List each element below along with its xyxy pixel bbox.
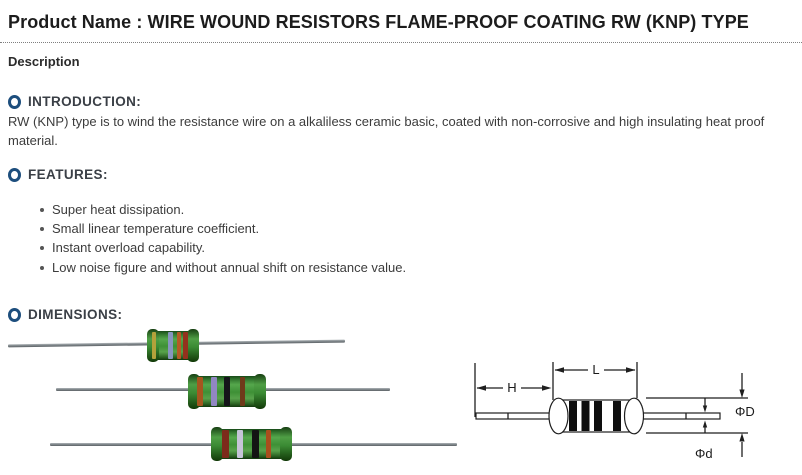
ring-bullet-icon bbox=[8, 94, 21, 109]
page-title: Product Name : WIRE WOUND RESISTORS FLAM… bbox=[8, 12, 749, 32]
dimension-diagram: H L ΦD Φd bbox=[474, 362, 755, 461]
resistor-end-cap bbox=[254, 374, 266, 409]
color-band bbox=[252, 430, 259, 458]
arrowhead bbox=[542, 385, 552, 391]
features-section-heading: FEATURES: bbox=[8, 167, 108, 182]
end-cap-outline bbox=[623, 397, 645, 435]
lead-outline bbox=[475, 412, 553, 420]
ring-bullet-icon bbox=[8, 307, 21, 322]
resistor-body bbox=[211, 427, 292, 461]
band-mark bbox=[569, 401, 577, 431]
resistor-photo bbox=[56, 374, 390, 410]
feature-item: Low noise figure and without annual shif… bbox=[39, 258, 406, 277]
arrowhead bbox=[476, 385, 486, 391]
color-band bbox=[183, 332, 188, 359]
lead-diameter-label: Φd bbox=[695, 446, 713, 461]
color-band bbox=[266, 430, 271, 458]
resistor-photo bbox=[50, 426, 457, 462]
resistor-end-cap bbox=[280, 427, 292, 461]
arrowhead bbox=[739, 433, 745, 442]
features-heading-label: FEATURES: bbox=[28, 167, 108, 182]
body-diameter-label: ΦD bbox=[735, 404, 755, 419]
feature-item: Small linear temperature coefficient. bbox=[39, 219, 406, 238]
arrowhead bbox=[554, 367, 564, 373]
resistor-body bbox=[188, 374, 266, 409]
band-mark bbox=[581, 401, 590, 431]
color-band bbox=[222, 430, 229, 458]
description-label: Description bbox=[8, 54, 80, 69]
h-dimension-label: H bbox=[507, 380, 516, 395]
introduction-heading-label: INTRODUCTION: bbox=[28, 94, 142, 109]
resistor-end-cap bbox=[211, 427, 223, 461]
lead-outline bbox=[642, 412, 721, 420]
resistor-photo bbox=[7, 328, 346, 362]
color-band bbox=[237, 430, 243, 458]
features-list: Super heat dissipation. Small linear tem… bbox=[39, 200, 406, 277]
color-band bbox=[152, 332, 156, 359]
arrowhead bbox=[739, 389, 745, 398]
arrowhead bbox=[702, 420, 708, 428]
feature-item: Instant overload capability. bbox=[39, 238, 406, 257]
feature-item: Super heat dissipation. bbox=[39, 200, 406, 219]
color-band bbox=[224, 377, 230, 406]
color-band bbox=[197, 377, 203, 406]
arrowhead bbox=[702, 405, 708, 413]
resistor-end-cap bbox=[187, 329, 199, 362]
ring-bullet-icon bbox=[8, 167, 21, 182]
color-band bbox=[168, 332, 173, 359]
band-mark bbox=[594, 401, 602, 431]
color-band bbox=[240, 377, 245, 406]
color-band bbox=[177, 332, 181, 359]
l-dimension-label: L bbox=[592, 362, 599, 377]
dimensions-section-heading: DIMENSIONS: bbox=[8, 307, 122, 322]
arrowhead bbox=[626, 367, 636, 373]
end-cap-outline bbox=[548, 397, 569, 435]
resistor-body bbox=[147, 329, 199, 362]
color-band bbox=[211, 377, 217, 406]
introduction-text: RW (KNP) type is to wind the resistance … bbox=[8, 114, 765, 148]
title-divider bbox=[0, 42, 802, 43]
introduction-section-heading: INTRODUCTION: bbox=[8, 94, 141, 109]
dimensions-heading-label: DIMENSIONS: bbox=[28, 307, 123, 322]
band-mark bbox=[613, 401, 621, 431]
